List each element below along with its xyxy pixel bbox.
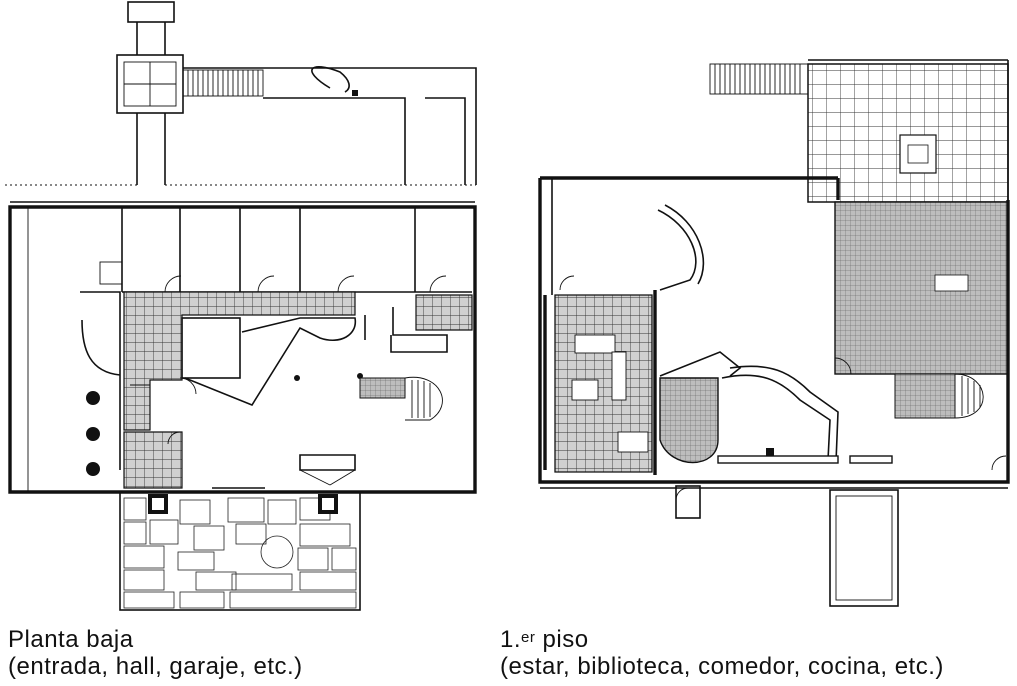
first-floor-subtitle: (estar, biblioteca, comedor, cocina, etc… xyxy=(500,653,944,680)
first-stair-hatching xyxy=(714,64,801,94)
first-floor-title-sup: er xyxy=(521,629,536,646)
ground-stair-hatching xyxy=(187,70,259,96)
first-floor-title-number: 1. xyxy=(500,626,522,653)
ground-floor-caption: Planta baja (entrada, hall, garaje, etc.… xyxy=(8,626,303,680)
ground-floor-subtitle: (entrada, hall, garaje, etc.) xyxy=(8,653,303,680)
first-floor-caption: 1.er piso (estar, biblioteca, comedor, c… xyxy=(500,626,944,680)
first-floor-title: 1.er piso xyxy=(500,626,944,653)
ground-paving xyxy=(123,497,357,609)
ground-floor-title: Planta baja xyxy=(8,626,134,653)
first-floor-plan xyxy=(538,59,1010,607)
first-floor-title-word: piso xyxy=(542,626,589,653)
ground-floor-plan xyxy=(5,1,477,611)
